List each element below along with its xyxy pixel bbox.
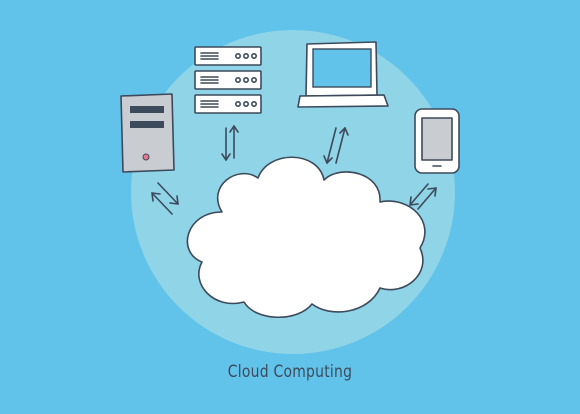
bidirectional-arrow-icon: [323, 127, 349, 164]
diagram-caption: Cloud Computing: [227, 362, 353, 382]
bidirectional-arrow-icon: [409, 183, 437, 210]
cloud-icon: [186, 156, 426, 319]
desktop-tower-icon: [120, 93, 175, 173]
laptop-icon: [297, 41, 389, 108]
bidirectional-arrow-icon: [151, 182, 179, 215]
bidirectional-arrow-icon: [221, 125, 239, 161]
smartphone-icon: [414, 108, 460, 174]
server-rack-icon: [194, 46, 262, 114]
